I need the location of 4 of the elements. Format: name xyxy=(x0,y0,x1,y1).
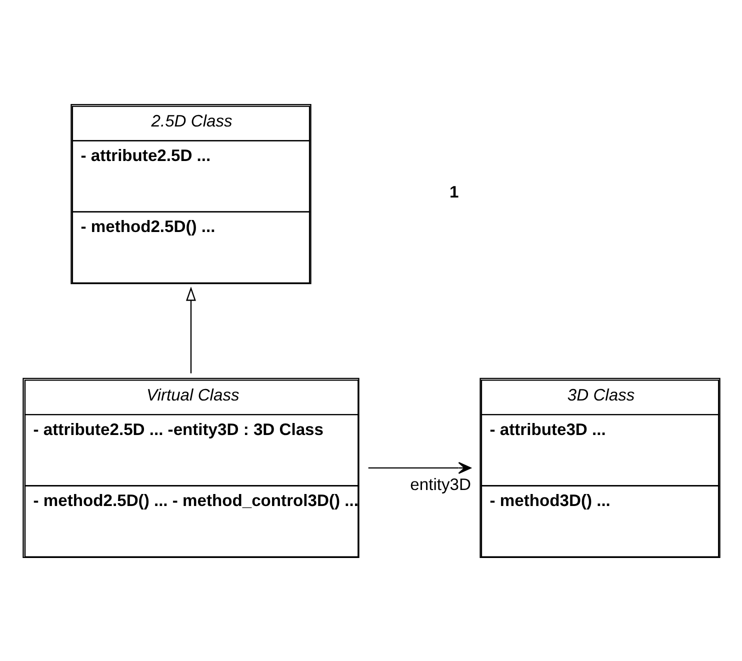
arrow xyxy=(186,286,196,373)
arrow xyxy=(368,462,471,474)
edge-label: entity3D xyxy=(410,474,470,494)
label: 1 xyxy=(448,182,458,201)
